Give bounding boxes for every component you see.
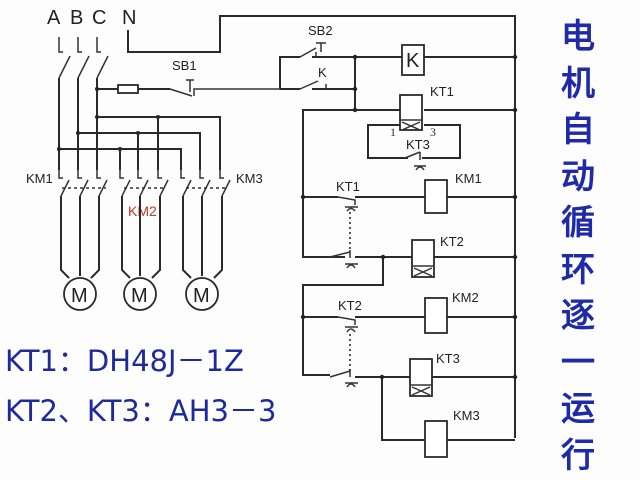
phase-c-label: C bbox=[92, 7, 106, 29]
k-coil bbox=[401, 44, 425, 76]
kt3-loop bbox=[367, 124, 461, 159]
kt2-nc-contact bbox=[329, 369, 358, 388]
motor-1-label: M bbox=[71, 285, 88, 307]
title-char: 循 bbox=[561, 203, 595, 243]
title-char: 自 bbox=[561, 110, 595, 150]
km3-label: KM3 bbox=[236, 171, 263, 186]
title-char: 电 bbox=[561, 17, 595, 57]
kt2-contact-label: KT2 bbox=[338, 298, 362, 313]
sb2-label: SB2 bbox=[308, 23, 333, 38]
km2-label: KM2 bbox=[128, 203, 157, 219]
power-bus bbox=[59, 116, 221, 170]
title-char: 动 bbox=[561, 156, 595, 197]
title-char: 运 bbox=[561, 389, 595, 429]
kt3-coil bbox=[409, 358, 433, 397]
kt1-label: KT1 bbox=[430, 84, 454, 99]
kt2-contact bbox=[337, 316, 358, 333]
pin-3: 3 bbox=[430, 125, 436, 139]
phase-buses bbox=[58, 78, 98, 170]
kt1-contact bbox=[337, 196, 358, 212]
sb1-label: SB1 bbox=[172, 58, 197, 73]
vertical-title: 电 机 自 动 循 环 逐 一 运 行 bbox=[548, 14, 608, 479]
km2-coil bbox=[424, 297, 448, 334]
neutral-label: N bbox=[122, 7, 136, 29]
sb2-button[interactable] bbox=[299, 42, 326, 58]
kt2-coil bbox=[411, 239, 435, 278]
motor-3: M bbox=[185, 277, 219, 311]
kt1-delay-mark bbox=[400, 119, 422, 131]
km1-coil bbox=[424, 179, 448, 214]
k-coil-label: K bbox=[406, 50, 420, 72]
kt3-contact-label: KT3 bbox=[406, 137, 430, 152]
title-char: 一 bbox=[561, 342, 595, 383]
km2-feeds bbox=[119, 117, 159, 170]
neutral-wire bbox=[127, 15, 516, 438]
km1-label: KM1 bbox=[26, 171, 53, 186]
title-char: 机 bbox=[561, 63, 595, 104]
pin-1: 1 bbox=[390, 125, 396, 139]
kt1-contact-label: KT1 bbox=[336, 179, 360, 194]
k-contact-label: K bbox=[318, 65, 327, 80]
km-contacts bbox=[58, 170, 231, 197]
km3-coil-label: KM3 bbox=[453, 408, 480, 423]
junctions bbox=[57, 54, 518, 380]
note-kt2-kt3-model: KT2、KT3：AH3－3 bbox=[5, 394, 277, 428]
title-char: 环 bbox=[561, 249, 595, 290]
km3-coil bbox=[424, 420, 448, 458]
motor-leads bbox=[60, 196, 223, 279]
title-char: 逐 bbox=[561, 296, 595, 336]
phase-b-label: B bbox=[70, 7, 83, 29]
phase-a-label: A bbox=[47, 7, 61, 29]
motor-3-label: M bbox=[193, 285, 210, 307]
km1-coil-label: KM1 bbox=[455, 171, 482, 186]
motor-2: M bbox=[123, 277, 157, 311]
fuse bbox=[117, 84, 139, 94]
kt1-nc-contact bbox=[329, 250, 358, 269]
left-rail-upper bbox=[302, 109, 355, 258]
note-kt1-model: KT1：DH48J－1Z bbox=[5, 344, 244, 378]
k-contact bbox=[299, 80, 327, 90]
kt2-label: KT2 bbox=[440, 234, 464, 249]
k-coil-wire bbox=[354, 56, 515, 110]
kt3-label: KT3 bbox=[436, 351, 460, 366]
kt3-contact bbox=[404, 151, 426, 171]
motor-2-label: M bbox=[131, 285, 148, 307]
motor-1: M bbox=[63, 277, 97, 311]
km2-coil-label: KM2 bbox=[452, 290, 479, 305]
kt1-coil bbox=[399, 94, 423, 131]
kt2-delay-mark bbox=[412, 265, 434, 277]
latch-wires bbox=[279, 56, 355, 90]
title-char: 行 bbox=[561, 435, 595, 476]
km3-row bbox=[381, 377, 515, 441]
sb1-button[interactable] bbox=[169, 79, 285, 97]
main-switch bbox=[58, 37, 109, 79]
left-rail-lower bbox=[302, 257, 384, 376]
kt3-delay-mark bbox=[410, 384, 432, 396]
